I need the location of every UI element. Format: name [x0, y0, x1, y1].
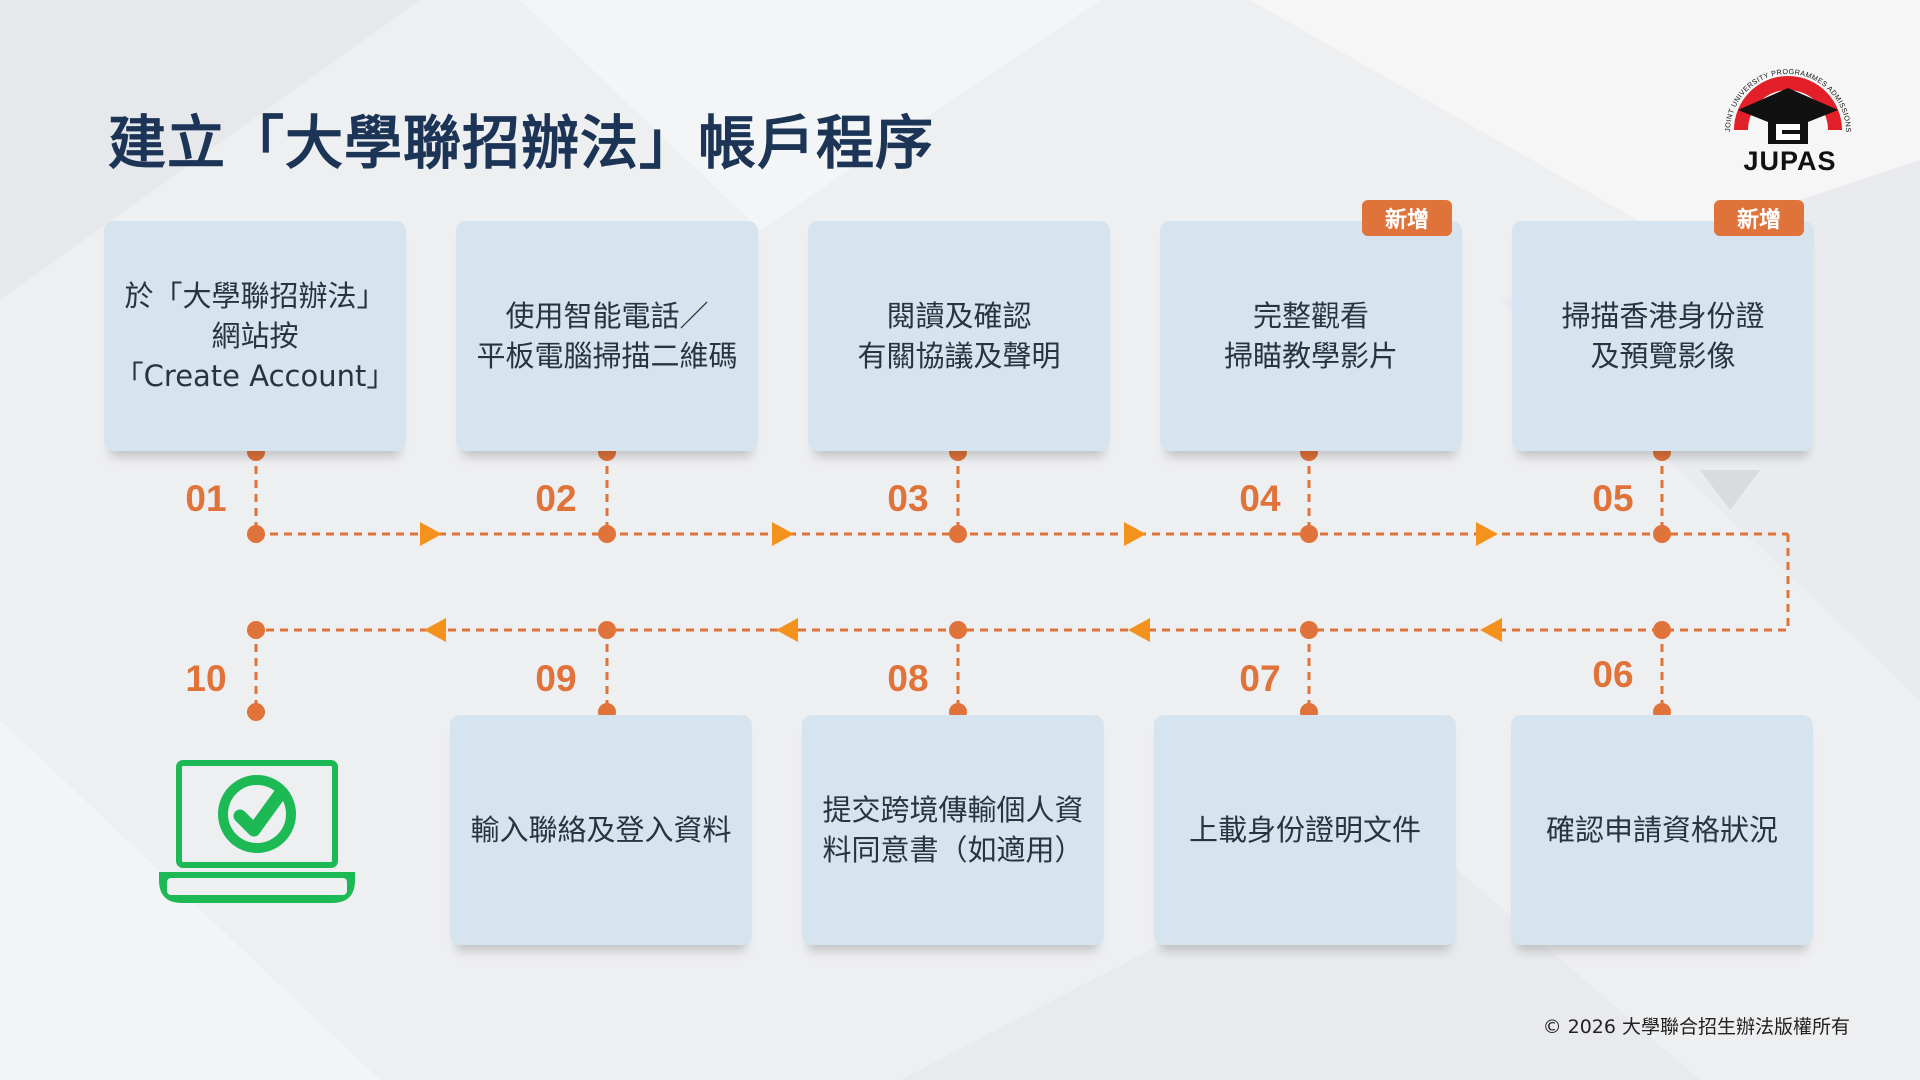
step-02-number: 02	[535, 478, 577, 519]
laptop-check-icon	[159, 760, 355, 903]
step-10-number: 10	[185, 658, 227, 699]
step-04-text: 完整觀看 掃瞄教學影片	[1223, 299, 1398, 373]
step-09-text: 輸入聯絡及登入資料	[470, 813, 732, 847]
step-07-text: 上載身份證明文件	[1188, 813, 1421, 847]
step-05-text: 掃描香港身份證 及預覽影像	[1561, 299, 1765, 373]
step-08-number: 08	[887, 658, 929, 699]
step-06-number: 06	[1592, 654, 1634, 695]
step-02-text: 使用智能電話／ 平板電腦掃描二維碼	[476, 299, 738, 373]
step-01-text: 於「大學聯招辦法」 網站按 「Create Account」	[114, 279, 396, 393]
logo-wordmark: JUPAS	[1743, 146, 1837, 176]
step-07-number: 07	[1239, 658, 1281, 699]
step-06-text: 確認申請資格狀況	[1545, 813, 1778, 847]
step-08-text: 提交跨境傳輸個人資 料同意書（如適用）	[822, 793, 1084, 867]
copyright-footer: © 2026 大學聯合招生辦法版權所有	[1542, 1016, 1850, 1038]
step-05-card: 掃描香港身份證 及預覽影像	[1512, 221, 1814, 451]
step-04-card: 完整觀看 掃瞄教學影片	[1160, 221, 1462, 451]
step-04-number: 04	[1239, 478, 1281, 519]
step-09-card: 輸入聯絡及登入資料	[450, 715, 752, 945]
step-03-card: 閱讀及確認 有關協議及聲明	[808, 221, 1110, 451]
step-01-number: 01	[185, 478, 227, 519]
step-03-number: 03	[887, 478, 929, 519]
step-05-number: 05	[1592, 478, 1634, 519]
step-03-text: 閱讀及確認 有關協議及聲明	[857, 299, 1061, 373]
step-05-new-badge: 新增	[1714, 200, 1804, 236]
step-02-card: 使用智能電話／ 平板電腦掃描二維碼	[456, 221, 758, 451]
step-08-card: 提交跨境傳輸個人資 料同意書（如適用）	[802, 715, 1104, 945]
step-01-card: 於「大學聯招辦法」 網站按 「Create Account」	[104, 221, 406, 451]
step-06-card: 確認申請資格狀況	[1511, 715, 1813, 945]
step-09-number: 09	[535, 658, 577, 699]
step-07-card: 上載身份證明文件	[1154, 715, 1456, 945]
step-04-new-badge: 新增	[1362, 200, 1452, 236]
jupas-logo: JOINT UNIVERSITY PROGRAMMES ADMISSIONS S…	[1712, 50, 1853, 144]
page-title: 建立「大學聯招辦法」帳戶程序	[108, 109, 935, 177]
